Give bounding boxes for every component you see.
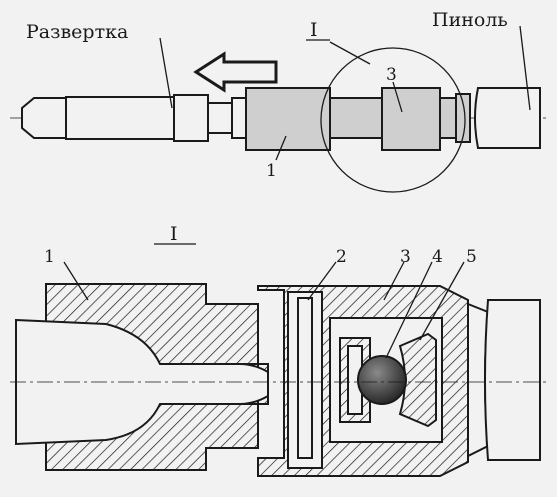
ball-part-4 xyxy=(357,355,407,405)
part-3-label: 3 xyxy=(400,247,411,267)
detail-circle xyxy=(320,47,466,193)
part-5-label: 5 xyxy=(466,247,477,267)
part-2-label: 2 xyxy=(336,247,347,267)
assembly-view xyxy=(10,25,550,193)
quill-label: Пиноль xyxy=(432,9,508,31)
detail-mark-top: I xyxy=(310,19,318,41)
quill-top xyxy=(474,87,541,149)
part-3-label-top: 3 xyxy=(386,65,397,85)
pin-part-2-core xyxy=(297,297,313,459)
reamer-shank-section xyxy=(15,318,269,446)
reamer-label: Развертка xyxy=(26,21,128,43)
sleeve-collar xyxy=(455,93,471,143)
quill-body xyxy=(484,299,541,461)
holder-neck xyxy=(329,97,383,139)
feed-direction-arrow xyxy=(193,51,278,93)
detail-mark-bottom: I xyxy=(170,223,178,245)
seat-part-5 xyxy=(398,332,437,428)
reamer-tool xyxy=(21,94,247,142)
part-4-label: 4 xyxy=(432,247,443,267)
sleeve-neck xyxy=(439,97,457,139)
holder-body-part-1 xyxy=(245,87,331,151)
sleeve-part-3 xyxy=(381,87,441,151)
part-1-label-top: 1 xyxy=(266,161,277,181)
section-view xyxy=(10,243,550,477)
part-1-label: 1 xyxy=(44,247,55,267)
